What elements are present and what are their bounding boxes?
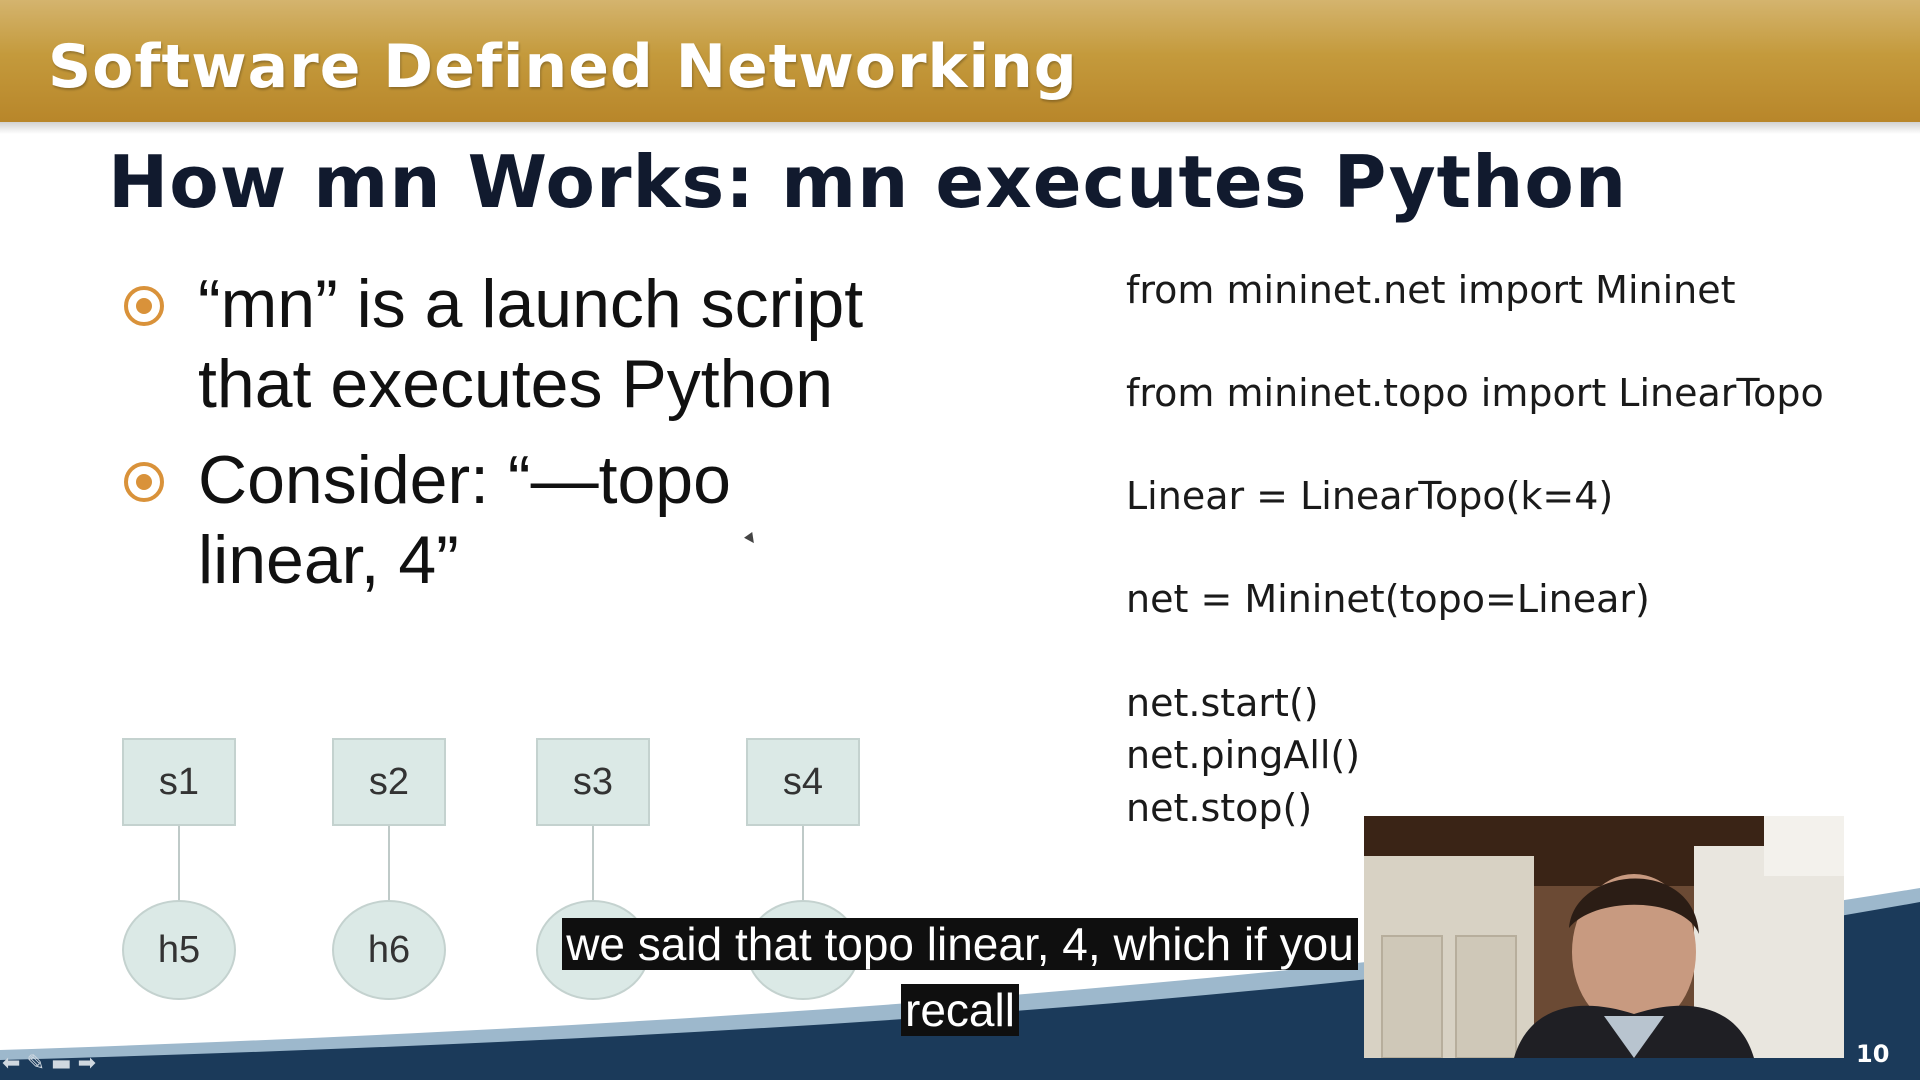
slide-header-bar xyxy=(0,0,1920,122)
switch-node: s3 xyxy=(536,738,650,826)
switch-node: s4 xyxy=(746,738,860,826)
bullet-text-line: Consider: “—topo xyxy=(198,442,731,518)
topology-link xyxy=(388,826,390,902)
topology-link xyxy=(592,826,594,902)
switch-node: s1 xyxy=(122,738,236,826)
bullet-text-line: that executes Python xyxy=(198,346,834,422)
bullet-text-line: linear, 4” xyxy=(198,522,459,598)
host-node: h6 xyxy=(332,900,446,1000)
topology-link xyxy=(802,826,804,902)
bullet-text-line: “mn” is a launch script xyxy=(198,266,864,342)
code-line: net = Mininet(topo=Linear) xyxy=(1126,577,1650,621)
slide-title: How mn Works: mn executes Python xyxy=(108,140,1628,224)
pen-icon[interactable]: ✎ xyxy=(26,1051,45,1076)
arrow-right-icon[interactable]: ➡ xyxy=(77,1051,97,1076)
bullet-icon xyxy=(124,462,164,502)
host-node: h5 xyxy=(122,900,236,1000)
bullet-item: Consider: “—topo linear, 4” xyxy=(124,440,978,600)
slide-navigation: ⬅ ✎ ▬ ➡ xyxy=(2,1052,96,1076)
code-line: net.start() xyxy=(1126,681,1319,725)
arrow-left-icon[interactable]: ⬅ xyxy=(2,1051,21,1076)
code-line: from mininet.topo import LinearTopo xyxy=(1126,371,1824,415)
code-line: from mininet.net import Mininet xyxy=(1126,268,1736,312)
page-number: 10 xyxy=(1856,1040,1890,1068)
code-line: net.pingAll() xyxy=(1126,733,1361,777)
subtitle-line: recall xyxy=(901,984,1019,1036)
screen-icon[interactable]: ▬ xyxy=(50,1051,72,1076)
bullet-icon xyxy=(124,286,164,326)
code-line: net.stop() xyxy=(1126,786,1313,830)
code-line: Linear = LinearTopo(k=4) xyxy=(1126,474,1614,518)
presenter-webcam xyxy=(1364,816,1844,1058)
subtitle-line: we said that topo linear, 4, which if yo… xyxy=(562,918,1358,970)
switch-node: s2 xyxy=(332,738,446,826)
header-shadow xyxy=(0,122,1920,134)
header-title: Software Defined Networking xyxy=(48,32,1078,102)
bullet-item: “mn” is a launch script that executes Py… xyxy=(124,264,978,424)
topology-link xyxy=(178,826,180,902)
